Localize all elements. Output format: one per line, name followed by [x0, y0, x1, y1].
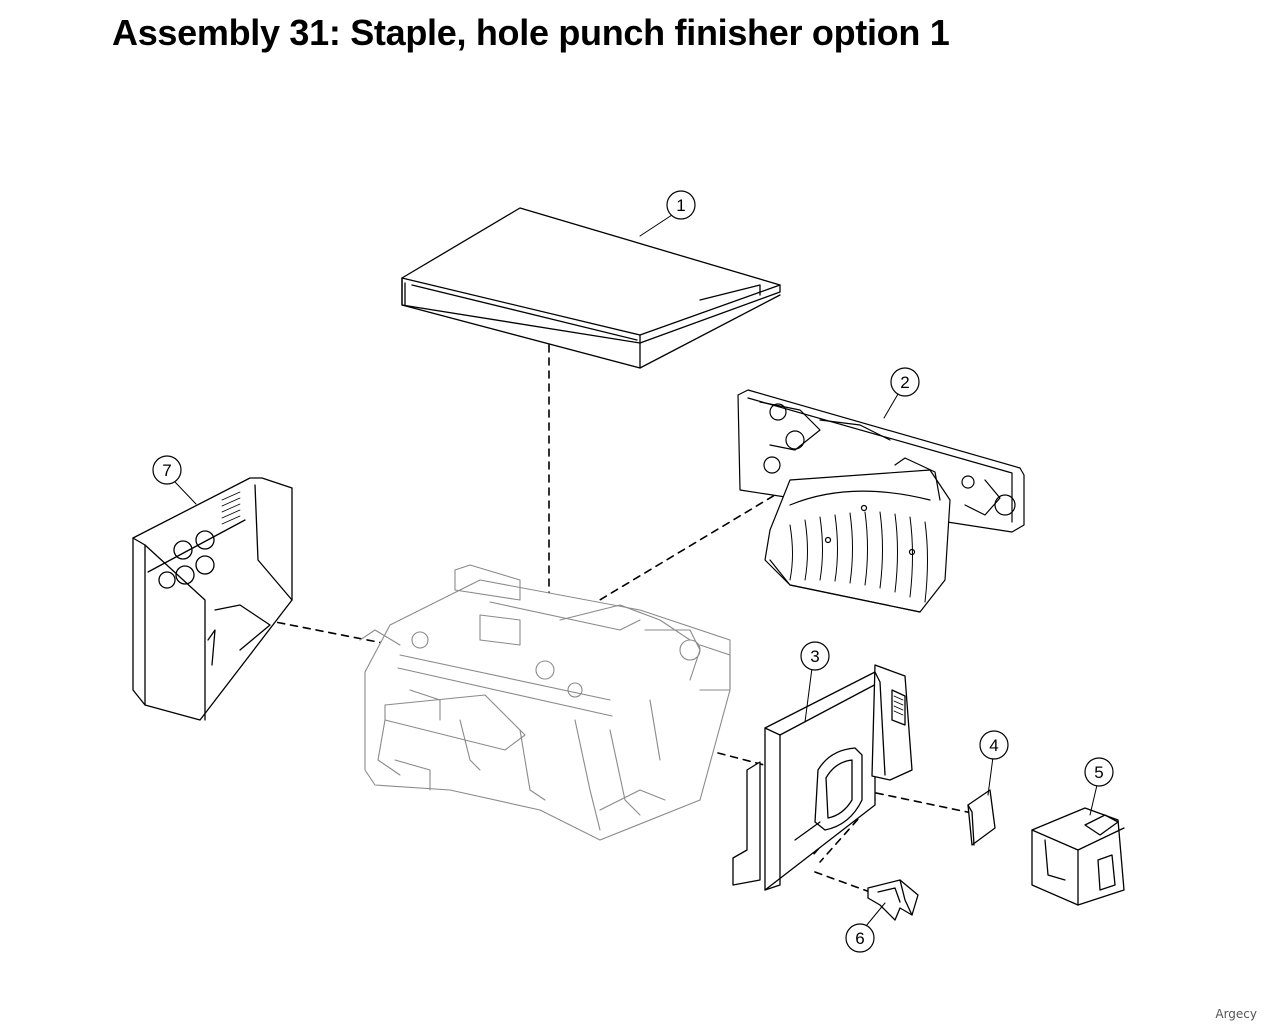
callout-leaders [174, 214, 1098, 927]
callout-3-label: 3 [810, 647, 819, 666]
callout-3[interactable]: 3 [800, 641, 830, 671]
callout-1-label: 1 [676, 196, 685, 215]
callout-6-label: 6 [855, 929, 864, 948]
callout-1[interactable]: 1 [666, 190, 696, 220]
callout-2-label: 2 [900, 373, 909, 392]
part-1-top-cover[interactable] [401, 207, 781, 369]
page-title: Assembly 31: Staple, hole punch finisher… [112, 12, 950, 53]
callout-2[interactable]: 2 [890, 367, 920, 397]
callout-7-label: 7 [162, 461, 171, 480]
callout-4[interactable]: 4 [979, 730, 1009, 760]
callout-5-label: 5 [1094, 763, 1103, 782]
callout-7[interactable]: 7 [152, 455, 182, 485]
watermark: Argecy [1215, 1007, 1257, 1021]
part-7-left-cover[interactable] [132, 477, 293, 721]
part-5-staple-housing[interactable] [1031, 807, 1125, 906]
callout-6[interactable]: 6 [845, 923, 875, 953]
part-6-latch[interactable] [867, 879, 919, 921]
callout-5[interactable]: 5 [1084, 757, 1114, 787]
part-4-small-access-door[interactable] [967, 789, 996, 846]
part-2-rear-cover[interactable] [737, 389, 1025, 613]
finisher-main-unit [359, 564, 731, 841]
part-3-front-cover[interactable] [732, 664, 913, 891]
callout-4-label: 4 [989, 736, 998, 755]
